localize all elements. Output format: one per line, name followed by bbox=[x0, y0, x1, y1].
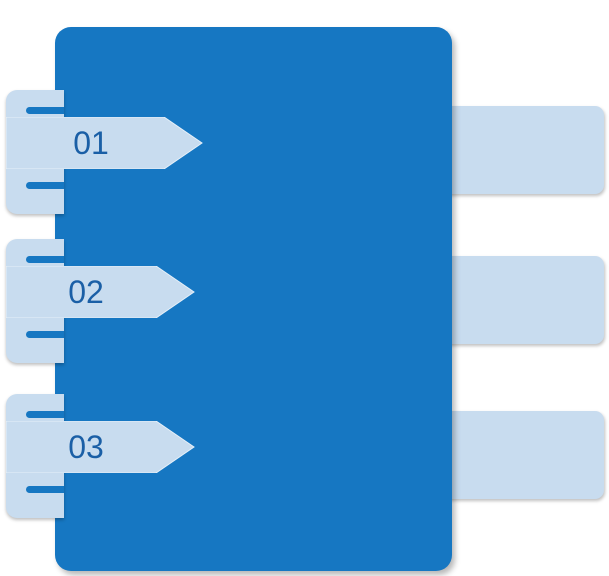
tab-number-01: 01 bbox=[73, 125, 109, 161]
arrow-flap-shape bbox=[6, 421, 195, 473]
clip-slot-bottom bbox=[26, 486, 64, 493]
right-tab-2 bbox=[436, 256, 604, 344]
tab-number-02: 02 bbox=[68, 274, 104, 310]
arrow-flap-shape bbox=[6, 266, 195, 318]
clip-slot-bottom bbox=[26, 182, 64, 189]
clip-arrow-flap: 03 bbox=[6, 421, 206, 473]
clip-arrow-flap: 02 bbox=[6, 266, 206, 318]
arrow-flap-shape bbox=[6, 117, 203, 169]
right-tab-1 bbox=[436, 106, 604, 194]
clip-slot-bottom bbox=[26, 331, 64, 338]
clip-tab-1: 01 bbox=[6, 90, 203, 214]
clip-tab-2: 02 bbox=[6, 239, 195, 363]
clip-tab-3: 03 bbox=[6, 394, 195, 518]
tab-number-03: 03 bbox=[68, 429, 104, 465]
clip-slot-top bbox=[26, 256, 64, 263]
clip-slot-top bbox=[26, 411, 64, 418]
clip-arrow-flap: 01 bbox=[6, 117, 206, 169]
right-tab-3 bbox=[436, 411, 604, 499]
clip-slot-top bbox=[26, 107, 64, 114]
